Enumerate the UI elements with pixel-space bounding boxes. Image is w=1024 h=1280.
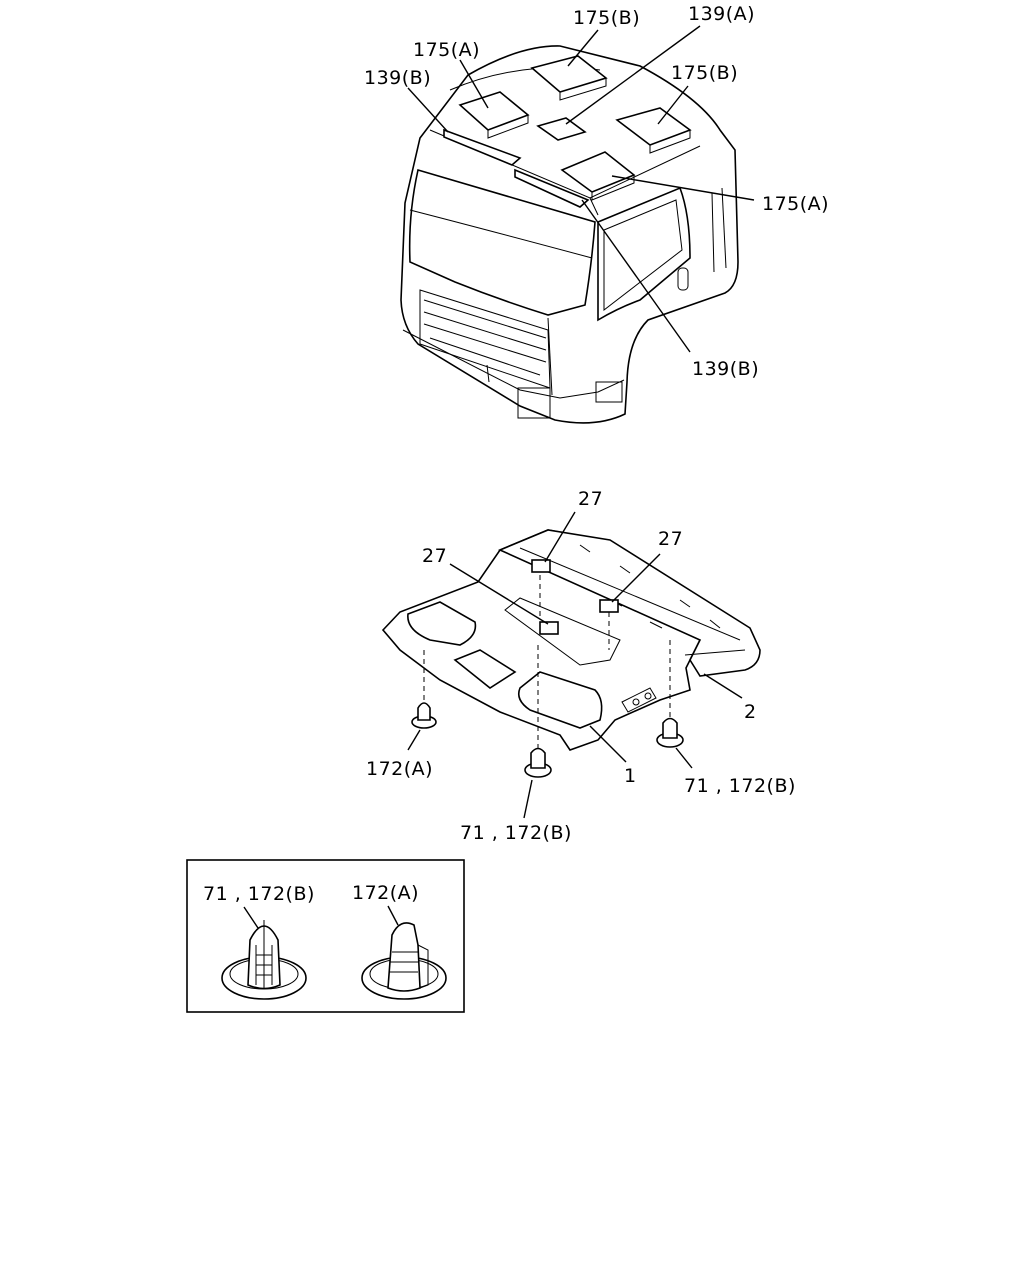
label-2: 2: [744, 701, 757, 723]
cab-leader-lines: [407, 25, 755, 353]
label-71-172b-center: 71 , 172(B): [460, 822, 572, 844]
cab-labels: 175(B) 139(A) 175(A) 175(B) 139(B) 175(A…: [364, 3, 829, 380]
label-71-172b-right: 71 , 172(B): [684, 775, 796, 797]
label-175a-left: 175(A): [413, 39, 480, 61]
headliner-labels: 27 27 27 2 1 172(A) 71 , 172(B) 71 , 172…: [366, 488, 796, 844]
clip-172b-right-part: [656, 717, 684, 748]
inset-label-71-172b: 71 , 172(B): [203, 883, 315, 905]
label-139b-bottom: 139(B): [692, 358, 759, 380]
label-27-top: 27: [578, 488, 603, 510]
label-27-right: 27: [658, 528, 683, 550]
truck-cab-drawing: [400, 45, 739, 424]
detail-inset: 71 , 172(B) 172(A): [186, 859, 465, 1013]
label-175b-right: 175(B): [671, 62, 738, 84]
headliner-drawing: [381, 529, 761, 778]
label-139a: 139(A): [688, 3, 755, 25]
clip-172a-detail: [361, 905, 447, 1000]
clip-172a-part: [411, 702, 437, 729]
clip-172b-center-part: [524, 747, 552, 778]
clip-71-172b-detail: [221, 906, 307, 1000]
label-139b-left: 139(B): [364, 67, 431, 89]
label-27-left: 27: [422, 545, 447, 567]
inset-label-172a: 172(A): [352, 882, 419, 904]
label-172a: 172(A): [366, 758, 433, 780]
label-1: 1: [624, 765, 637, 787]
label-175b-top: 175(B): [573, 7, 640, 29]
headliner-leader-lines: [407, 511, 743, 819]
label-175a-right: 175(A): [762, 193, 829, 215]
